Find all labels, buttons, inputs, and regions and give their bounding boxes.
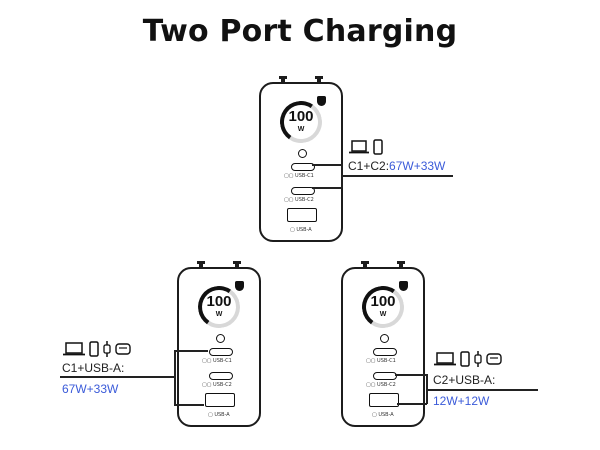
laptop-icon <box>349 140 369 154</box>
power-display-number: 100 <box>206 293 232 310</box>
device-icons <box>349 139 383 155</box>
connector-line <box>174 404 204 406</box>
shield-icon <box>399 281 408 291</box>
usb-a-port <box>205 393 235 407</box>
connector-line <box>174 350 176 405</box>
shield-icon <box>235 281 244 291</box>
usb-c2-port <box>373 372 397 380</box>
port-label-c1: ▢▢ USB-C1 <box>366 358 396 364</box>
charger-right: 100 W ▢▢ USB-C1 ▢▢ USB-C2 ▢ USB-A <box>341 261 425 427</box>
usb-c2-port <box>291 187 315 195</box>
usb-c1-port <box>291 163 315 171</box>
config-caption-left-ports: C1+USB-A: <box>62 361 125 375</box>
port-label-a: ▢ USB-A <box>290 227 312 233</box>
earbuds-case-icon <box>486 353 502 365</box>
connector-line <box>341 175 453 177</box>
usb-c2-port <box>209 372 233 380</box>
page-title: Two Port Charging <box>142 14 458 49</box>
usb-c1-port <box>373 348 397 356</box>
port-label-c1: ▢▢ USB-C1 <box>202 358 232 364</box>
connector-line <box>312 164 342 166</box>
connector-line <box>174 350 208 352</box>
usb-a-port <box>287 208 317 222</box>
power-display-unit: W <box>297 126 305 133</box>
logo-icon <box>298 149 307 158</box>
connector-line <box>397 403 427 405</box>
phone-icon <box>373 139 383 155</box>
plug-prong <box>279 76 287 84</box>
port-label-c2: ▢▢ USB-C2 <box>202 382 232 388</box>
connector-line <box>60 376 175 378</box>
plug-prong <box>361 261 369 269</box>
device-icons <box>63 341 131 357</box>
config-caption-right-power: 12W+12W <box>433 394 490 408</box>
config-caption-left-power: 67W+33W <box>62 382 119 396</box>
connector-line <box>395 374 427 376</box>
config-caption-right-ports: C2+USB-A: <box>433 373 496 387</box>
power-display-number: 100 <box>370 293 396 310</box>
config-caption-top: C1+C2:67W+33W <box>348 159 446 173</box>
port-label-c1: ▢▢ USB-C1 <box>284 173 314 179</box>
usb-c1-port <box>209 348 233 356</box>
plug-prong <box>233 261 241 269</box>
laptop-icon <box>434 352 456 366</box>
phone-icon <box>460 351 470 367</box>
power-display-number: 100 <box>288 108 314 125</box>
logo-icon <box>380 334 389 343</box>
plug-prong <box>397 261 405 269</box>
watch-icon <box>103 341 111 357</box>
usb-a-port <box>369 393 399 407</box>
connector-line <box>426 389 538 391</box>
power-display-unit: W <box>215 311 223 318</box>
earbuds-case-icon <box>115 343 131 355</box>
port-label-a: ▢ USB-A <box>208 412 230 418</box>
charger-left: 100 W ▢▢ USB-C1 ▢▢ USB-C2 ▢ USB-A <box>177 261 261 427</box>
phone-icon <box>89 341 99 357</box>
laptop-icon <box>63 342 85 356</box>
port-label-a: ▢ USB-A <box>372 412 394 418</box>
power-display-unit: W <box>379 311 387 318</box>
watch-icon <box>474 351 482 367</box>
shield-icon <box>317 96 326 106</box>
plug-prong <box>197 261 205 269</box>
plug-prong <box>315 76 323 84</box>
charger-top: 100 W ▢▢ USB-C1 ▢▢ USB-C2 ▢ USB-A <box>259 76 343 242</box>
port-label-c2: ▢▢ USB-C2 <box>284 197 314 203</box>
device-icons <box>434 351 502 367</box>
port-label-c2: ▢▢ USB-C2 <box>366 382 396 388</box>
logo-icon <box>216 334 225 343</box>
connector-line <box>312 187 342 189</box>
